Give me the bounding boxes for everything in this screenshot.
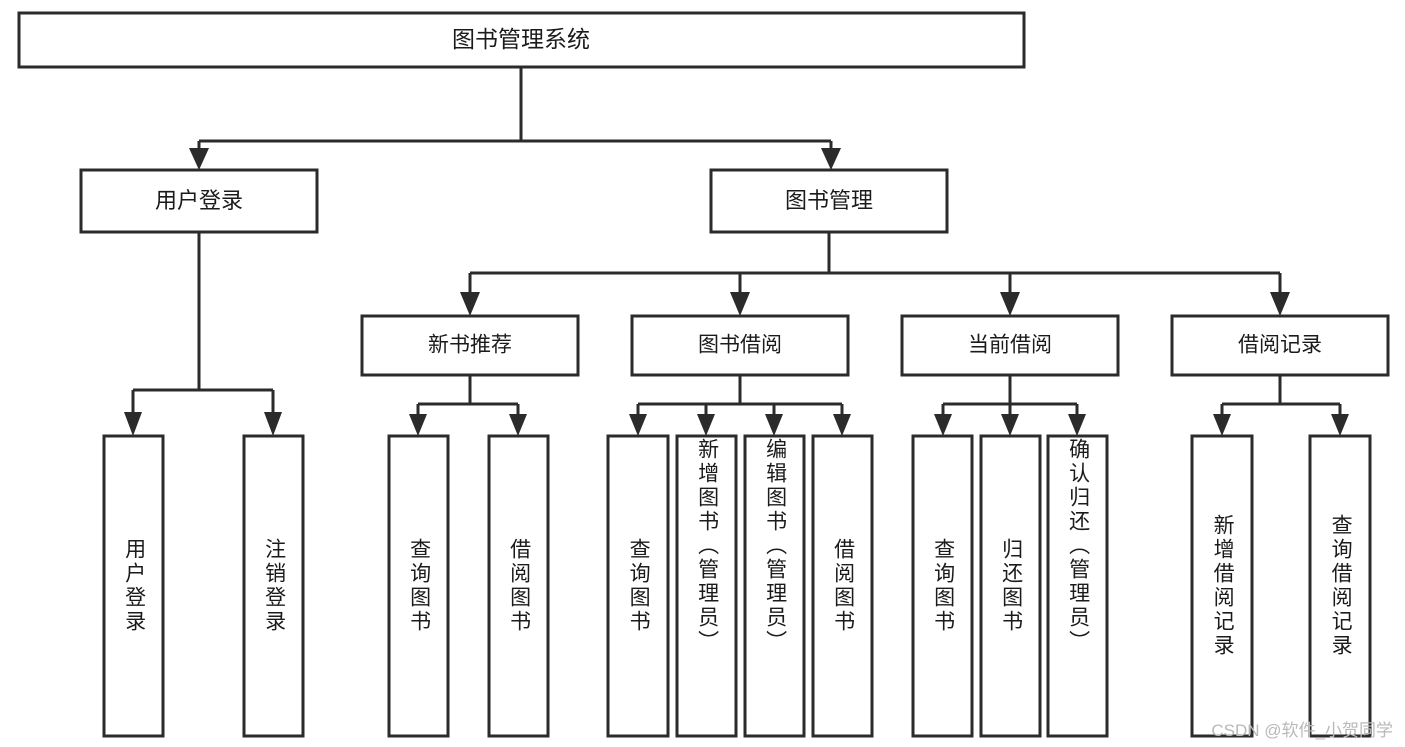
node-current-borrow-box[interactable] [900,314,1120,377]
connector-group-new-book [409,375,527,436]
leaf-box-current-borrow-3[interactable] [1046,434,1109,738]
arrow-head-icon [264,412,282,436]
node-user-login[interactable]: 用户登录 [79,168,319,234]
connector-group-book-borrow [629,375,851,436]
node-user-login-box[interactable] [79,168,319,234]
leaf-box-book-borrow-3[interactable] [743,434,806,738]
leaf-box-user-login-2[interactable] [242,434,305,738]
leaf-box-current-borrow-1[interactable] [911,434,974,738]
leaf-box-book-borrow-1[interactable] [606,434,670,738]
leaf-box-user-login-1[interactable] [102,434,165,738]
arrow-head-icon [730,292,750,316]
arrow-head-icon [1000,292,1020,316]
leaf-box-new-book-1[interactable] [387,434,450,738]
node-book-borrow-label: 图书借阅 [698,334,782,357]
arrow-head-icon [765,414,783,436]
node-book-borrow[interactable]: 图书借阅 [630,314,850,377]
leaf-box-borrow-record-1[interactable] [1190,434,1254,738]
node-borrow-record-box[interactable] [1170,314,1390,377]
node-borrow-record[interactable]: 借阅记录 [1170,314,1390,377]
arrow-head-icon [934,414,952,436]
arrow-head-icon [629,414,647,436]
node-book-borrow-box[interactable] [630,314,850,377]
leaf-box-new-book-2[interactable] [487,434,550,738]
node-new-book-recommend-label: 新书推荐 [428,334,512,357]
node-book-management-label: 图书管理 [785,188,873,213]
leaf-box-book-borrow-2[interactable] [675,434,738,738]
node-user-login-label: 用户登录 [155,188,243,213]
arrow-head-icon [189,148,209,170]
connector-group-borrow-record [1213,375,1349,436]
node-root-label: 图书管理系统 [452,26,590,52]
arrow-head-icon [1213,414,1231,436]
arrow-head-icon [1001,414,1019,436]
leaf-box-borrow-record-2[interactable] [1308,434,1372,738]
node-root-box[interactable] [17,11,1026,69]
node-borrow-record-label: 借阅记录 [1238,334,1322,357]
arrow-head-icon [124,412,142,436]
connector-group-user-login [124,232,282,436]
arrow-head-icon [821,148,841,170]
arrow-head-icon [460,292,480,316]
leaf-box-book-borrow-4[interactable] [811,434,874,738]
arrow-head-icon [1331,414,1349,436]
arrow-head-icon [509,414,527,436]
node-root-system[interactable]: 图书管理系统 [17,11,1026,69]
node-new-book-recommend-box[interactable] [360,314,580,377]
leaf-box-current-borrow-2[interactable] [979,434,1042,738]
node-new-book-recommend[interactable]: 新书推荐 [360,314,580,377]
arrow-head-icon [1270,292,1290,316]
node-book-management-box[interactable] [709,168,949,234]
connector-group-current-borrow [934,375,1086,436]
node-current-borrow-label: 当前借阅 [968,334,1052,357]
arrow-head-icon [409,414,427,436]
arrow-head-icon [697,414,715,436]
arrow-head-icon [1068,414,1086,436]
node-book-management[interactable]: 图书管理 [709,168,949,234]
connector-group-book-management [460,232,1290,316]
node-current-borrow[interactable]: 当前借阅 [900,314,1120,377]
arrow-head-icon [833,414,851,436]
connector-group-root [189,67,841,170]
